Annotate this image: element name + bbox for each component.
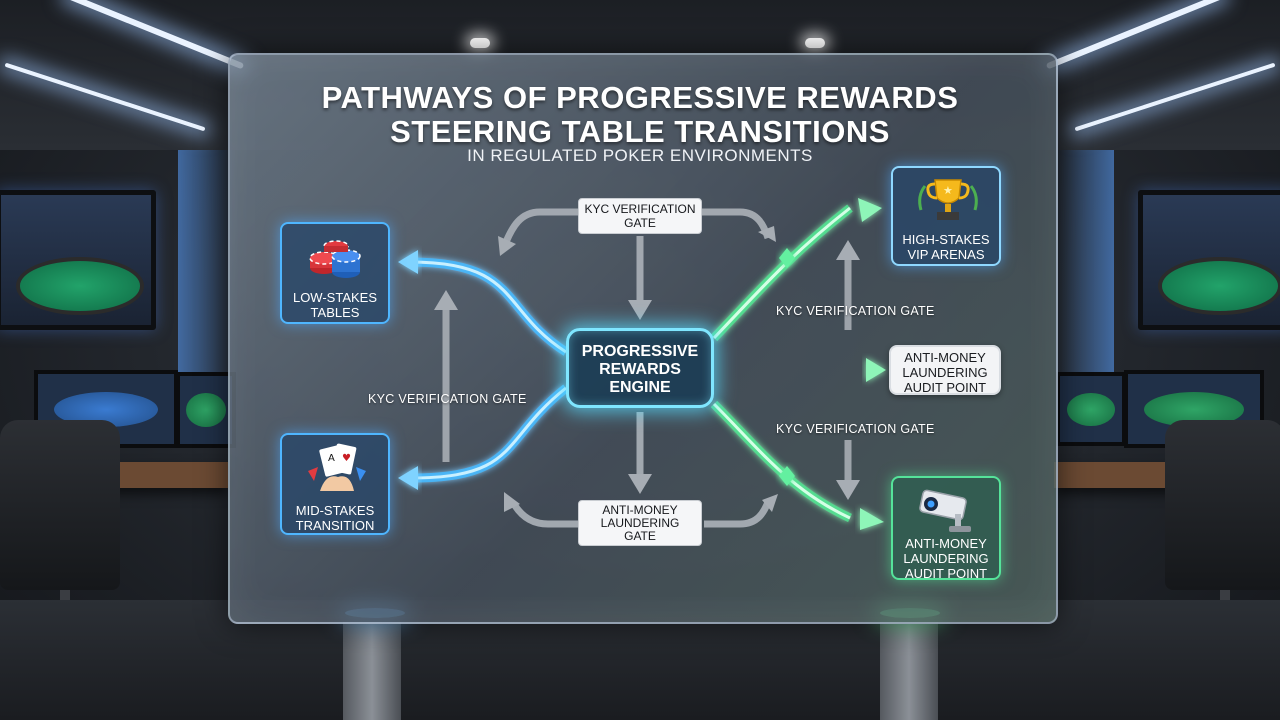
arrowhead-mid-stakes <box>398 466 418 490</box>
blue-path-to-low-stakes <box>409 257 569 356</box>
mid-stakes-label-line-2: TRANSITION <box>295 518 375 533</box>
gate-aml-bottom[interactable]: ANTI-MONEY LAUNDERING GATE <box>578 500 702 546</box>
progressive-rewards-engine[interactable]: PROGRESSIVE REWARDS ENGINE <box>566 328 714 408</box>
svg-text:A: A <box>328 453 335 464</box>
aml-audit-bottom-line-1: ANTI-MONEY <box>905 536 987 551</box>
playing-cards-icon: A ♥ <box>308 443 366 491</box>
arrowhead-aml-audit-mid <box>866 358 886 382</box>
gate-label-kyc-left: KYC VERIFICATION GATE <box>368 392 527 406</box>
security-camera-icon <box>919 489 971 532</box>
desk-monitor-left-2 <box>176 372 236 448</box>
arrowhead-gray-bottom-down <box>628 474 652 494</box>
arrowhead-aml-audit-bottom <box>860 508 884 530</box>
svg-text:♥: ♥ <box>342 453 351 464</box>
gate-aml-bottom-line-1: ANTI-MONEY <box>602 503 678 517</box>
diagram-title-line-2: STEERING TABLE TRANSITIONS <box>390 114 890 149</box>
gate-kyc-top-line-2: GATE <box>624 216 656 230</box>
low-stakes-label-line-1: LOW-STAKES <box>292 290 378 305</box>
green-path-to-high-stakes <box>710 204 853 342</box>
trophy-icon: ★ <box>918 179 978 220</box>
gate-aml-bottom-line-2: LAUNDERING <box>600 516 680 530</box>
high-stakes-label-line-1: HIGH-STAKES <box>902 232 990 247</box>
board-stand-post-right <box>880 622 938 720</box>
gate-label-kyc-right-lower: KYC VERIFICATION GATE <box>776 422 935 436</box>
node-aml-audit-point-bottom[interactable]: ANTI-MONEY LAUNDERING AUDIT POINT <box>891 476 1001 581</box>
arrowhead-low-stakes <box>398 250 418 274</box>
wall-tv-right <box>1138 190 1280 330</box>
svg-text:★: ★ <box>943 184 953 197</box>
diagram-title-line-1: PATHWAYS OF PROGRESSIVE REWARDS <box>321 80 959 115</box>
arrowhead-gray-top-down <box>628 300 652 320</box>
arrowhead-gray-top-right <box>758 226 776 242</box>
arrowhead-left-up <box>434 290 458 310</box>
node-mid-stakes-transition[interactable]: A ♥ MID-STAKES TRANSITION <box>280 433 390 535</box>
gray-gate-arrows-vertical <box>442 258 852 484</box>
node-low-stakes-tables[interactable]: LOW-STAKES TABLES <box>280 222 390 324</box>
office-chair-right <box>1165 420 1280 590</box>
low-stakes-label-line-2: TABLES <box>310 305 360 320</box>
checkpoint-diamond-upper <box>779 248 795 268</box>
ceiling-spotlight-left <box>470 38 490 48</box>
gate-label-kyc-right-upper: KYC VERIFICATION GATE <box>776 304 935 318</box>
aml-audit-mid-line-3: AUDIT POINT <box>903 380 987 395</box>
arrowhead-right-up <box>836 240 860 260</box>
arrowhead-gray-top-left <box>498 236 516 256</box>
mid-stakes-label-line-1: MID-STAKES <box>295 503 375 518</box>
node-high-stakes-vip-arenas[interactable]: ★ HIGH-STAKES VIP ARENAS <box>891 166 1001 266</box>
gate-kyc-verification-top[interactable]: KYC VERIFICATION GATE <box>578 198 702 234</box>
arrowhead-gray-bottom-right <box>762 494 778 512</box>
desk-monitor-right-1 <box>1056 372 1126 446</box>
engine-label-line-3: ENGINE <box>609 379 671 396</box>
blue-path-to-mid-stakes <box>409 384 569 483</box>
checkpoint-diamond-lower <box>779 466 795 486</box>
office-chair-left <box>0 420 120 590</box>
engine-label-line-2: REWARDS <box>599 361 681 378</box>
board-stand-post-left <box>343 622 401 720</box>
arrowhead-high-stakes <box>858 198 882 222</box>
gate-aml-bottom-line-3: GATE <box>624 529 656 543</box>
engine-label-line-1: PROGRESSIVE <box>581 343 699 360</box>
node-aml-audit-point-mid[interactable]: ANTI-MONEY LAUNDERING AUDIT POINT <box>889 345 1001 395</box>
ceiling-spotlight-right <box>805 38 825 48</box>
green-path-to-aml-audit-bottom <box>710 400 852 523</box>
aml-audit-mid-line-2: LAUNDERING <box>902 365 988 380</box>
gate-kyc-top-line-1: KYC VERIFICATION <box>584 202 696 216</box>
poker-chips-icon <box>309 240 361 278</box>
wall-tv-left <box>0 190 156 330</box>
aml-audit-mid-line-1: ANTI-MONEY <box>904 350 986 365</box>
aml-audit-bottom-line-3: AUDIT POINT <box>904 566 988 581</box>
arrowhead-gray-bottom-left <box>504 492 520 512</box>
high-stakes-label-line-2: VIP ARENAS <box>907 247 985 262</box>
aml-audit-bottom-line-2: LAUNDERING <box>903 551 989 566</box>
arrowhead-right-down <box>836 480 860 500</box>
diagram-subtitle: IN REGULATED POKER ENVIRONMENTS <box>467 146 813 165</box>
